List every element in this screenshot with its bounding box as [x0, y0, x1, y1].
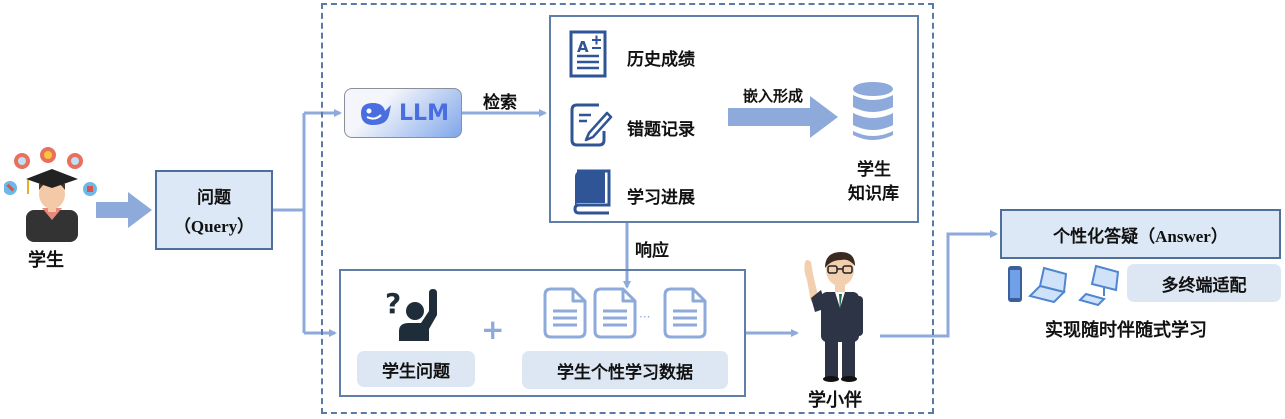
student-data-box: A 历史成绩 错题记录 学习进展 嵌入形成 学生 知识库	[549, 15, 919, 223]
query-box: 问题 （Query）	[155, 170, 273, 250]
svg-text:A: A	[577, 38, 589, 56]
data-item-history-grades: 历史成绩	[627, 50, 695, 70]
data-item-learning-progress: 学习进展	[627, 188, 695, 208]
student-data-pill: 学生个性学习数据	[522, 351, 728, 389]
documents-icon: ···	[543, 287, 707, 339]
laptop-icon	[1028, 266, 1068, 304]
grade-sheet-icon: A	[569, 30, 607, 78]
data-item-wrong-questions: 错题记录	[627, 120, 695, 140]
retrieve-label: 检索	[483, 93, 517, 113]
student-question-label: 学生问题	[382, 361, 450, 382]
embed-label: 嵌入形成	[743, 87, 804, 105]
devices-icons	[1008, 264, 1120, 306]
edit-note-icon	[570, 103, 613, 147]
query-branch-line	[273, 113, 306, 333]
llm-box: LLM	[344, 88, 462, 138]
knowledge-base-line2: 知识库	[848, 184, 899, 204]
book-icon	[573, 169, 611, 215]
student-graduate-icon	[3, 147, 97, 242]
companion-label: 学小伴	[808, 390, 862, 411]
database-icon	[853, 82, 893, 140]
llm-label: LLM	[399, 100, 449, 126]
desktop-icon	[1078, 264, 1120, 306]
multi-terminal-label: 多终端适配	[1161, 275, 1247, 296]
response-label: 响应	[635, 241, 669, 261]
multi-terminal-pill: 多终端适配	[1127, 264, 1281, 302]
student-figure	[3, 142, 100, 242]
answer-en: （Answer）	[1138, 226, 1228, 246]
phone-icon	[1008, 266, 1022, 302]
combined-input-box: ? 学生问题 + ··· 学生个性学习数据	[339, 269, 746, 397]
student-data-label: 学生个性学习数据	[557, 362, 693, 383]
raise-hand-question-icon: ?	[385, 287, 437, 341]
student-label: 学生	[28, 250, 64, 271]
whale-icon	[361, 103, 392, 125]
svg-text:?: ?	[385, 287, 401, 320]
plus-sign: +	[481, 313, 505, 346]
companion-avatar-icon	[804, 252, 863, 382]
ellipsis: ···	[639, 310, 650, 324]
answer-box: 个性化答疑（Answer）	[1000, 209, 1281, 259]
query-subtitle: （Query）	[173, 217, 255, 236]
knowledge-base-line1: 学生	[857, 160, 891, 180]
student-question-pill: 学生问题	[357, 351, 475, 387]
slogan: 实现随时伴随式学习	[1045, 320, 1207, 341]
companion-figure	[797, 250, 877, 385]
answer-zh: 个性化答疑	[1053, 226, 1139, 247]
student-to-query-arrow	[96, 192, 152, 228]
system-boundary	[321, 3, 934, 414]
query-title: 问题	[197, 188, 231, 208]
